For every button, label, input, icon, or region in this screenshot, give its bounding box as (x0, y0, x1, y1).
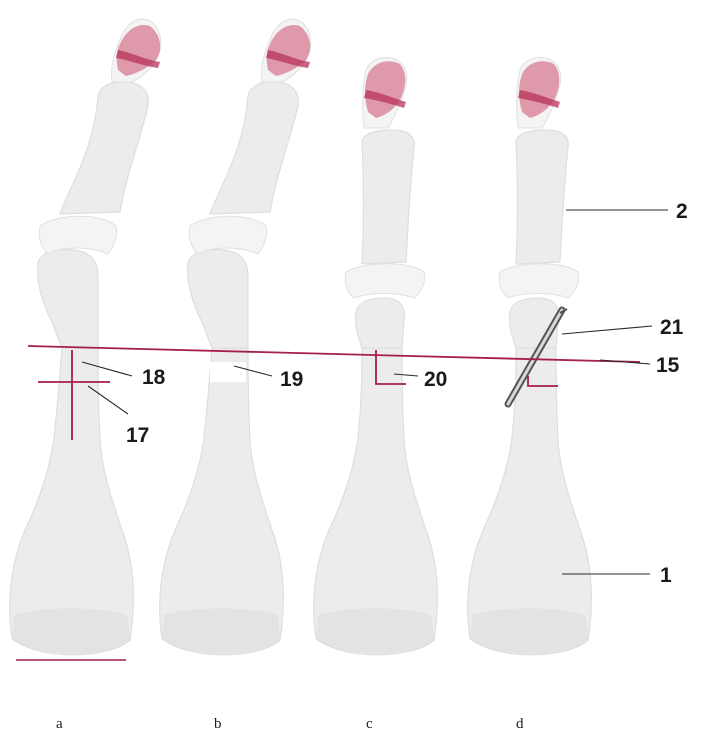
distal-phalanx-b (261, 19, 310, 82)
panel-a (10, 19, 161, 660)
callout-20: 20 (424, 368, 447, 391)
leader-21 (562, 326, 652, 334)
proximal-phalanx-d (499, 130, 578, 298)
distal-phalanx-d (517, 58, 561, 129)
distal-phalanx-a (111, 19, 160, 82)
metatarsal-bone-b (160, 250, 284, 655)
panel-b (160, 19, 311, 655)
panel-label-d: d (516, 716, 524, 732)
metatarsal-bone-a (10, 250, 134, 655)
callout-2: 2 (676, 200, 688, 223)
proximal-phalanx-c (345, 130, 424, 298)
panel-label-b: b (214, 716, 222, 732)
distal-phalanx-c (363, 58, 407, 129)
resected-gap-b (210, 362, 246, 382)
panel-d (468, 58, 592, 655)
callout-1: 1 (660, 564, 672, 587)
callout-19: 19 (280, 368, 303, 391)
callout-15: 15 (656, 354, 680, 377)
callout-21: 21 (660, 316, 684, 339)
proximal-phalanx-a (39, 82, 148, 254)
callout-18: 18 (142, 366, 166, 389)
panel-label-c: c (366, 716, 373, 732)
metatarsal-bone-d (468, 298, 592, 655)
proximal-phalanx-b (189, 82, 298, 254)
panel-label-a: a (56, 716, 63, 732)
callout-17: 17 (126, 424, 149, 447)
